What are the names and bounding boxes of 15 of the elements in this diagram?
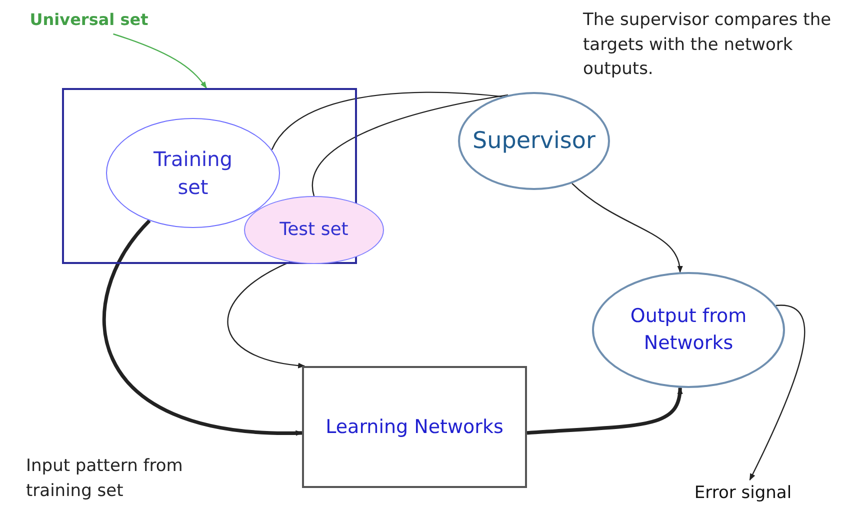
- connector-arrow: [526, 387, 682, 435]
- node-text: Training set: [152, 146, 234, 201]
- note-text: The supervisor compares the targets with the network outputs.: [583, 9, 832, 82]
- connector-arrow: [749, 304, 805, 481]
- node-text: Test set: [278, 218, 350, 242]
- connector-arrow: [572, 182, 682, 273]
- node-text: Output from Networks: [629, 304, 748, 356]
- node-text: Error signal: [693, 482, 793, 506]
- connector-arrow: [227, 261, 306, 368]
- connector-arrow: [113, 33, 207, 89]
- node-text: Learning Networks: [324, 414, 504, 440]
- node-text: Supervisor: [472, 126, 596, 156]
- node-text: Universal set: [28, 8, 150, 31]
- process-box: [302, 366, 527, 488]
- note-text: Input pattern from training set: [26, 455, 184, 503]
